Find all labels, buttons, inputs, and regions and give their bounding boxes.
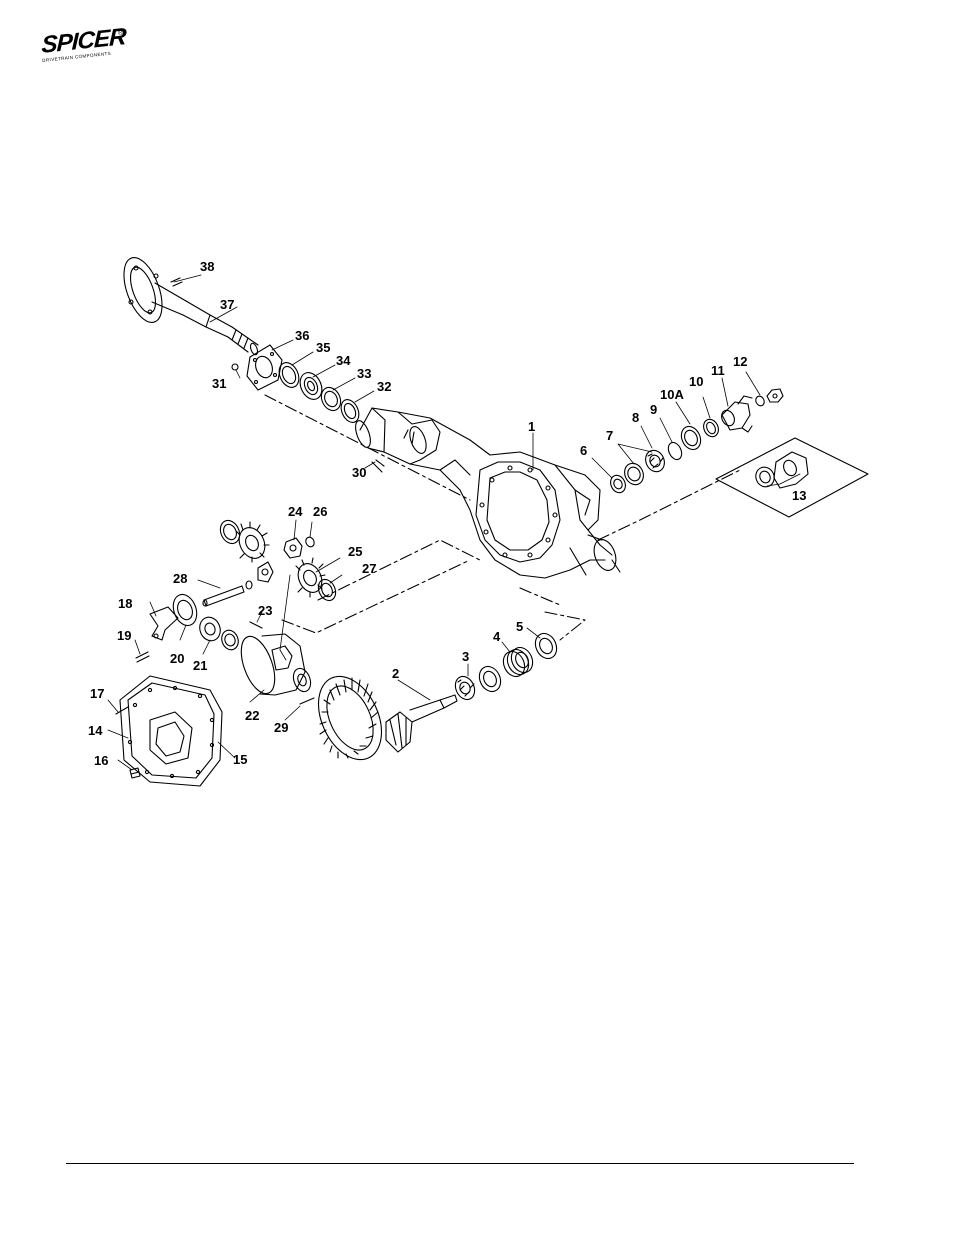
callout-3: 3: [462, 649, 469, 664]
callout-19: 19: [117, 628, 131, 643]
lock-pin-part: [300, 698, 314, 704]
callout-6: 6: [580, 443, 587, 458]
callout-20: 20: [170, 651, 184, 666]
callout-1: 1: [528, 419, 535, 434]
callout-21: 21: [193, 658, 207, 673]
cover-bolt-part: [116, 707, 128, 714]
ring-gear-part: [306, 666, 394, 769]
callout-37: 37: [220, 297, 234, 312]
callout-35: 35: [316, 340, 330, 355]
axle-seal-part: [275, 359, 302, 390]
pinion-mate-washer-part: [304, 536, 315, 548]
callout-16: 16: [94, 753, 108, 768]
slinger-part: [678, 423, 704, 452]
callout-18: 18: [118, 596, 132, 611]
alternate-flange-inset: [716, 438, 868, 517]
housing-cover-part: [120, 676, 222, 786]
callout-10: 10: [689, 374, 703, 389]
callout-26: 26: [313, 504, 327, 519]
callout-4: 4: [493, 629, 501, 644]
pinion-nut-part: [767, 389, 783, 402]
callout-29: 29: [274, 720, 288, 735]
axle-shaft-part: [116, 253, 259, 356]
lock-nut-part: [232, 364, 238, 370]
callout-9: 9: [650, 402, 657, 417]
callout-27: 27: [362, 561, 376, 576]
callout-33: 33: [357, 366, 371, 381]
flange-bolt-part: [171, 278, 182, 286]
pinion-mate-shaft-part: [203, 586, 244, 606]
differential-case-part: [235, 632, 314, 698]
differential-centerline: [282, 540, 480, 633]
washer-part: [666, 440, 684, 461]
callout-10a: 10A: [660, 387, 684, 402]
pinion-mate-lower-part: [258, 562, 273, 582]
side-gear-right-part: [294, 558, 327, 597]
callout-30: 30: [352, 465, 366, 480]
callout-23: 23: [258, 603, 272, 618]
pinion-gear-centerline: [520, 588, 585, 640]
callout-12: 12: [733, 354, 747, 369]
pinion-inner-cup-part: [475, 663, 504, 695]
differential-bearing-cone-part: [196, 614, 240, 652]
pinion-oil-seal-part: [701, 417, 721, 439]
axle-housing-part: [440, 440, 620, 578]
callout-28: 28: [173, 571, 187, 586]
callout-labels: 1 2 3 4 5 6 7 8 9 10 10A 11 12 13 14 15 …: [88, 259, 806, 768]
ring-gear-screw-part: [250, 622, 262, 628]
axle-centerline: [265, 395, 470, 500]
callout-7: 7: [606, 428, 613, 443]
callout-11: 11: [711, 363, 725, 378]
pinion-shims-part: [499, 644, 536, 680]
callout-5: 5: [516, 619, 523, 634]
bearing-cone-part: [642, 447, 668, 475]
callout-32: 32: [377, 379, 391, 394]
callout-31: 31: [212, 376, 226, 391]
cap-bolt-part: [136, 652, 149, 662]
callout-34: 34: [336, 353, 351, 368]
footer-rule: [66, 1163, 854, 1164]
callout-38: 38: [200, 259, 214, 274]
callout-17: 17: [90, 686, 104, 701]
shaft-washer-part: [246, 581, 252, 589]
callout-14: 14: [88, 723, 103, 738]
side-gear-part: [234, 522, 269, 563]
callout-22: 22: [245, 708, 259, 723]
callout-8: 8: [632, 410, 639, 425]
callout-24: 24: [288, 504, 303, 519]
callout-2: 2: [392, 666, 399, 681]
callout-13: 13: [792, 488, 806, 503]
pinion-mate-gear-part: [284, 538, 302, 558]
differential-bearing-cup-part: [169, 591, 201, 629]
drive-pinion-part: [386, 695, 457, 752]
end-yoke-part: [719, 396, 752, 432]
callout-15: 15: [233, 752, 247, 767]
callout-36: 36: [295, 328, 309, 343]
yoke-washer-part: [754, 395, 765, 407]
callout-25: 25: [348, 544, 362, 559]
breather-part: [372, 460, 384, 472]
